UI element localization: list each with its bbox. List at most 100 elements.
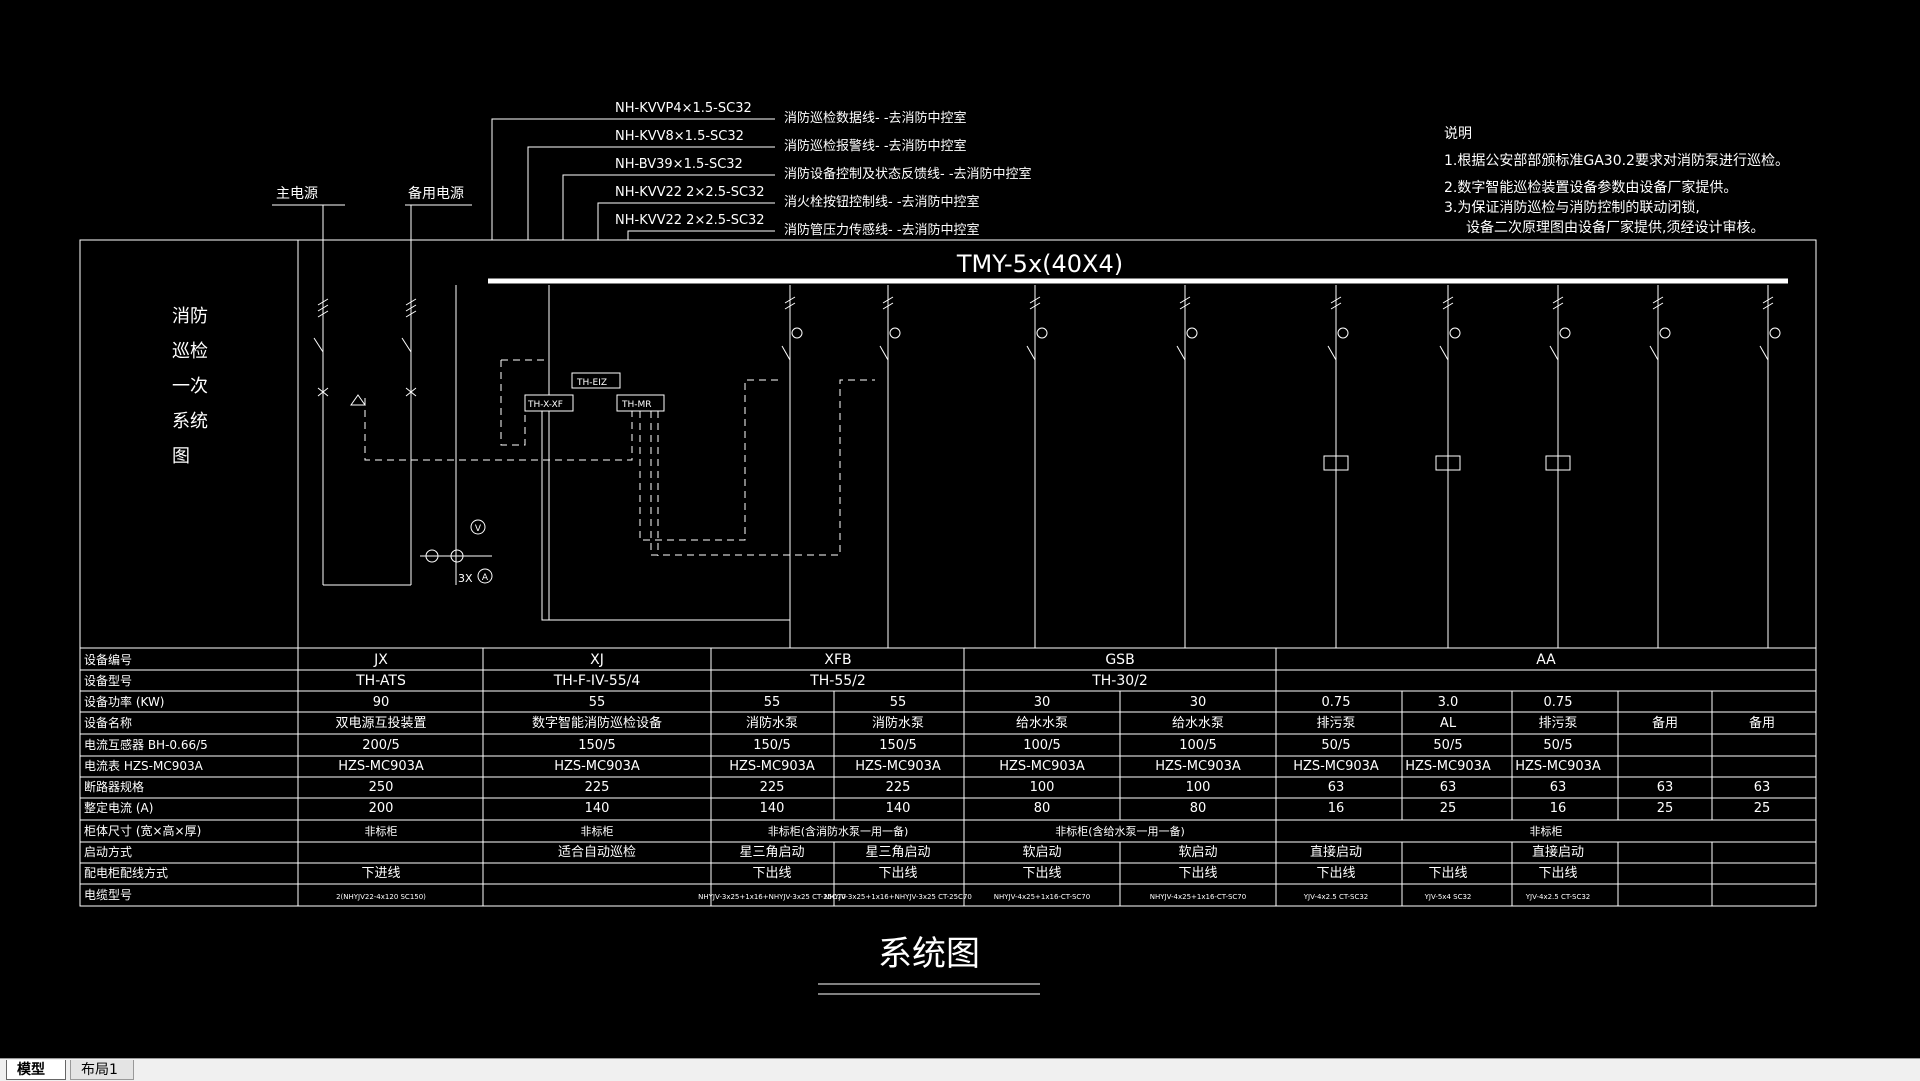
table-cell: HZS-MC903A bbox=[1515, 759, 1601, 774]
table-cell: 0.75 bbox=[1322, 695, 1351, 710]
table-cell: 50/5 bbox=[1321, 738, 1350, 753]
equipment-code: AA bbox=[1536, 652, 1556, 668]
table-cell: HZS-MC903A bbox=[338, 759, 424, 774]
table-cell: 25 bbox=[1440, 801, 1457, 816]
row-label: 设备名称 bbox=[84, 715, 132, 730]
equipment-code: GSB bbox=[1105, 652, 1134, 668]
row-label: 电流互感器 BH-0.66/5 bbox=[84, 737, 208, 752]
breaker-symbol bbox=[1330, 296, 1342, 310]
table-cell: 140 bbox=[585, 801, 610, 816]
current-transformer-icon bbox=[889, 327, 901, 339]
diagram-frame bbox=[79, 239, 1817, 907]
row-label: 设备功率 (KW) bbox=[84, 694, 165, 709]
table-cell: YJV-4x2.5 CT-SC32 bbox=[1525, 893, 1590, 901]
table-cell: 下出线 bbox=[752, 866, 791, 881]
table-cell: 下出线 bbox=[1022, 866, 1061, 881]
table-cell: 25 bbox=[1754, 801, 1771, 816]
tab-layout1[interactable]: 布局1 bbox=[70, 1060, 134, 1080]
table-cell: 55 bbox=[589, 695, 606, 710]
cabinet-size: 非标柜 bbox=[365, 824, 398, 838]
side-title-2: 巡检 bbox=[172, 341, 208, 362]
cable-desc-2: 消防巡检报警线- -去消防中控室 bbox=[784, 138, 967, 154]
switch-symbol bbox=[781, 345, 791, 361]
breaker-symbol bbox=[882, 296, 894, 310]
switch-symbol bbox=[1327, 345, 1337, 361]
table-cell: 星三角启动 bbox=[739, 845, 804, 860]
table-cell: 0.75 bbox=[1544, 695, 1573, 710]
cable-desc-3: 消防设备控制及状态反馈线- -去消防中控室 bbox=[784, 166, 1032, 182]
table-cell: 软启动 bbox=[1022, 845, 1061, 860]
table-cell: 30 bbox=[1034, 695, 1051, 710]
table-cell: 下出线 bbox=[1538, 866, 1577, 881]
note-3: 3.为保证消防巡检与消防控制的联动闭锁, bbox=[1444, 200, 1700, 216]
notes-title: 说明 bbox=[1444, 126, 1472, 142]
th-eiz-box bbox=[571, 372, 621, 389]
current-transformer-icon bbox=[1337, 327, 1349, 339]
table-cell: 直接启动 bbox=[1532, 844, 1584, 860]
table-cell: 80 bbox=[1190, 801, 1207, 816]
table-cell: 100 bbox=[1030, 780, 1055, 795]
table-cell: 给水水泵 bbox=[1016, 716, 1068, 731]
cabinet-size: 非标柜(含消防水泵一用一备) bbox=[768, 824, 909, 838]
table-cell: 排污泵 bbox=[1538, 716, 1577, 731]
cable-desc-4: 消火栓按钮控制线- -去消防中控室 bbox=[784, 194, 980, 210]
table-cell: YJV-4x2.5 CT-SC32 bbox=[1303, 893, 1368, 901]
table-cell: HZS-MC903A bbox=[729, 759, 815, 774]
tab-model[interactable]: 模型 bbox=[6, 1060, 66, 1080]
table-cell: 消防水泵 bbox=[746, 715, 798, 731]
ammeter-icon: A bbox=[482, 573, 489, 583]
table-cell: NHYJV-4x25+1x16-CT-SC70 bbox=[994, 893, 1090, 901]
table-cell: 排污泵 bbox=[1316, 716, 1355, 731]
table-cell: 2(NHYJV22-4x120 SC150) bbox=[336, 893, 426, 901]
note-2: 2.数字智能巡检装置设备参数由设备厂家提供。 bbox=[1444, 179, 1737, 196]
th-x-xf-label: TH-X-XF bbox=[527, 400, 563, 410]
equipment-code: XFB bbox=[824, 652, 851, 668]
table-cell: 80 bbox=[1034, 801, 1051, 816]
table-cell: 100/5 bbox=[1023, 738, 1060, 753]
switch-symbol bbox=[1176, 345, 1186, 361]
table-cell: HZS-MC903A bbox=[1293, 759, 1379, 774]
main-power-label: 主电源 bbox=[276, 186, 318, 202]
table-cell: 63 bbox=[1440, 780, 1457, 795]
table-cell: 下出线 bbox=[1316, 866, 1355, 881]
ammeter-qty: 3X bbox=[458, 572, 473, 585]
breaker-symbol bbox=[1552, 296, 1564, 310]
table-cell: 备用 bbox=[1749, 715, 1775, 731]
equipment-model: TH-ATS bbox=[355, 673, 406, 689]
table-cell: 225 bbox=[760, 780, 785, 795]
table-cell: NHYJV-3x25+1x16+NHYJV-3x25 CT-25C70 bbox=[698, 893, 846, 901]
table-cell: 150/5 bbox=[879, 738, 916, 753]
row-label: 启动方式 bbox=[84, 844, 132, 859]
switch-symbol bbox=[1439, 345, 1449, 361]
table-cell: 备用 bbox=[1652, 715, 1678, 731]
switch-symbol bbox=[1649, 345, 1659, 361]
table-cell: 63 bbox=[1550, 780, 1567, 795]
cabinet-size: 非标柜 bbox=[1530, 824, 1563, 838]
table-cell: HZS-MC903A bbox=[554, 759, 640, 774]
table-cell: 63 bbox=[1657, 780, 1674, 795]
table-cell: 150/5 bbox=[578, 738, 615, 753]
table-cell: 55 bbox=[890, 695, 907, 710]
table-cell: 16 bbox=[1550, 801, 1567, 816]
switch-symbol bbox=[1026, 345, 1036, 361]
note-4: 设备二次原理图由设备厂家提供,须经设计审核。 bbox=[1466, 219, 1764, 236]
table-cell: 软启动 bbox=[1178, 845, 1217, 860]
table-cell: 适合自动巡检 bbox=[558, 845, 636, 860]
cabinet-size: 非标柜(含给水泵一用一备) bbox=[1055, 824, 1185, 838]
switch-symbol bbox=[1759, 345, 1769, 361]
table-cell: 星三角启动 bbox=[865, 845, 930, 860]
table-cell: HZS-MC903A bbox=[1155, 759, 1241, 774]
current-transformer-icon bbox=[1449, 327, 1461, 339]
table-cell: 63 bbox=[1754, 780, 1771, 795]
table-cell: 200/5 bbox=[362, 738, 399, 753]
breaker-symbol bbox=[1179, 296, 1191, 310]
cable-code-5: NH-KVV22 2×2.5-SC32 bbox=[615, 213, 765, 228]
table-cell: 下出线 bbox=[878, 866, 917, 881]
table-cell: 25 bbox=[1657, 801, 1674, 816]
feeder-group bbox=[781, 285, 1781, 648]
contactor-coil-icon bbox=[1545, 455, 1571, 471]
table-cell: 消防水泵 bbox=[872, 715, 924, 731]
cabinet-size: 非标柜 bbox=[581, 824, 614, 838]
breaker-symbol bbox=[1762, 296, 1774, 310]
